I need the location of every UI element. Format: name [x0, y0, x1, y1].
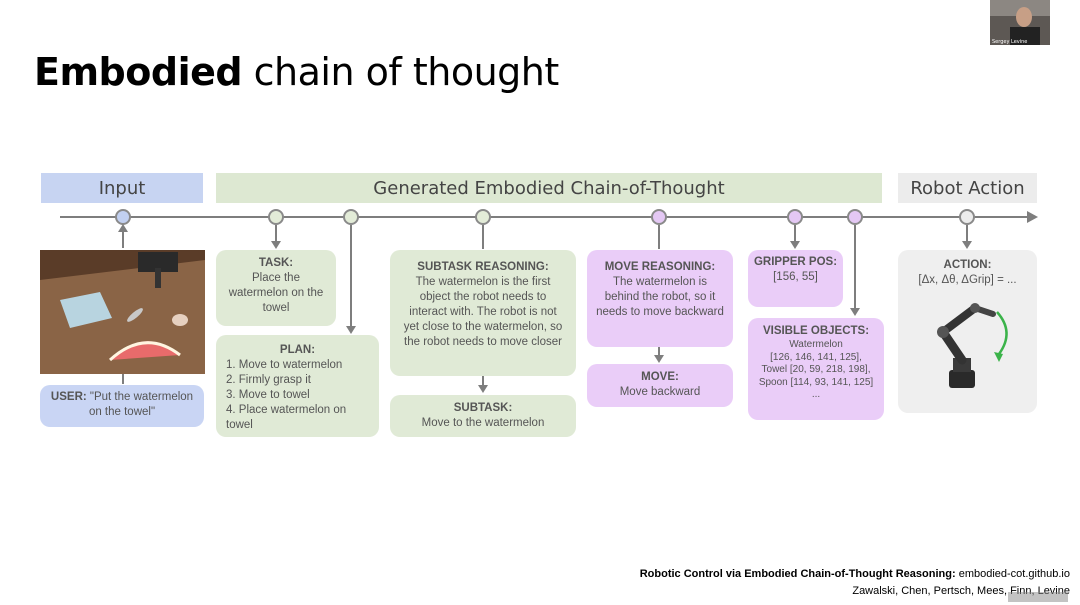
move-reasoning-label: MOVE REASONING: [604, 261, 716, 273]
arrowhead-gripper [790, 241, 800, 249]
task-box: TASK: Place the watermelon on the towel [216, 250, 336, 326]
arrowhead-task [271, 241, 281, 249]
timeline-node-plan [343, 209, 359, 225]
robot-action-box: ACTION: [Δx, Δθ, ΔGrip] = ... [898, 250, 1037, 413]
plan-label: PLAN: [279, 344, 316, 356]
visible-line-2: [126, 146, 141, 125], [770, 351, 862, 363]
subtask-reasoning-box: SUBTASK REASONING: The watermelon is the… [390, 250, 576, 376]
gripper-label: GRIPPER POS: [753, 256, 838, 268]
connector-input [122, 228, 124, 248]
task-label: TASK: [258, 257, 294, 269]
robot-arm-icon [936, 303, 1008, 388]
visible-label: VISIBLE OBJECTS: [762, 325, 870, 337]
slide-number-overlay [1008, 592, 1068, 602]
connector-gripper [794, 225, 796, 242]
timeline-node-input [115, 209, 131, 225]
header-robot-action: Robot Action [898, 173, 1037, 203]
plan-step-3: 3. Move to towel [226, 389, 310, 401]
plan-step-4: 4. Place watermelon on towel [226, 404, 347, 431]
connector-subtask [482, 376, 484, 386]
presenter-video-icon [990, 0, 1050, 45]
webcam-thumbnail [990, 0, 1050, 45]
connector-move-reasoning [658, 225, 660, 249]
slide-title: Embodied chain of thought [34, 50, 559, 94]
arrowhead-subtask [478, 385, 488, 393]
timeline-node-visible [847, 209, 863, 225]
gripper-pos-box: GRIPPER POS: [156, 55] [748, 250, 843, 307]
gripper-text: [156, 55] [773, 271, 818, 283]
plan-step-1: 1. Move to watermelon [226, 359, 343, 371]
timeline-node-action [959, 209, 975, 225]
visible-line-4: Spoon [114, 93, 141, 125] [758, 376, 874, 388]
connector-user [122, 374, 124, 384]
user-text: "Put the watermelon on the towel" [86, 391, 194, 418]
input-camera-image [40, 250, 205, 374]
arrowhead-plan [346, 326, 356, 334]
header-generated-cot: Generated Embodied Chain-of-Thought [216, 173, 882, 203]
action-label: ACTION: [943, 259, 992, 271]
visible-line-3: Towel [20, 59, 218, 198], [761, 364, 871, 375]
timeline-node-move [651, 209, 667, 225]
connector-move [658, 347, 660, 355]
subtask-reasoning-label: SUBTASK REASONING: [417, 261, 549, 273]
arrowhead-input [118, 224, 128, 232]
slide-title-bold: Embodied [34, 50, 243, 94]
subtask-label: SUBTASK: [453, 402, 513, 414]
arrowhead-visible [850, 308, 860, 316]
citation-title: Robotic Control via Embodied Chain-of-Th… [640, 568, 1070, 580]
citation-title-bold: Robotic Control via Embodied Chain-of-Th… [639, 568, 956, 580]
connector-task [275, 225, 277, 242]
timeline-node-gripper [787, 209, 803, 225]
visible-objects-box: VISIBLE OBJECTS: Watermelon [126, 146, 1… [748, 318, 884, 420]
action-text: [Δx, Δθ, ΔGrip] = ... [918, 274, 1017, 286]
user-instruction-box: USER: "Put the watermelon on the towel" [40, 385, 204, 427]
slide-title-rest: chain of thought [242, 50, 560, 94]
user-label: USER: [50, 391, 87, 403]
timeline-node-task [268, 209, 284, 225]
connector-visible [854, 225, 856, 309]
connector-action [966, 225, 968, 242]
tabletop-scene-icon [40, 250, 205, 374]
timeline-arrowhead [1027, 211, 1038, 223]
move-reasoning-box: MOVE REASONING: The watermelon is behind… [587, 250, 733, 347]
move-reasoning-text: The watermelon is behind the robot, so i… [596, 276, 724, 318]
connector-subtask-reasoning [482, 225, 484, 249]
plan-box: PLAN: 1. Move to watermelon 2. Firmly gr… [216, 335, 379, 437]
subtask-box: SUBTASK: Move to the watermelon [390, 395, 576, 437]
move-box: MOVE: Move backward [587, 364, 733, 407]
plan-step-2: 2. Firmly grasp it [226, 374, 311, 386]
webcam-name: Sergey Levine [992, 39, 1028, 45]
timeline-axis [60, 216, 1030, 218]
task-text: Place the watermelon on the towel [228, 272, 324, 314]
connector-plan [350, 225, 352, 327]
move-label: MOVE: [641, 371, 679, 383]
visible-line-5: ... [811, 389, 821, 400]
timeline-node-subtask [475, 209, 491, 225]
citation-url[interactable]: embodied-cot.github.io [955, 568, 1070, 580]
arrowhead-action [962, 241, 972, 249]
arrowhead-move [654, 355, 664, 363]
subtask-text: Move to the watermelon [421, 417, 545, 429]
visible-line-1: Watermelon [789, 339, 843, 350]
subtask-reasoning-text: The watermelon is the first object the r… [403, 276, 563, 348]
move-text: Move backward [619, 386, 701, 398]
header-input: Input [41, 173, 203, 203]
